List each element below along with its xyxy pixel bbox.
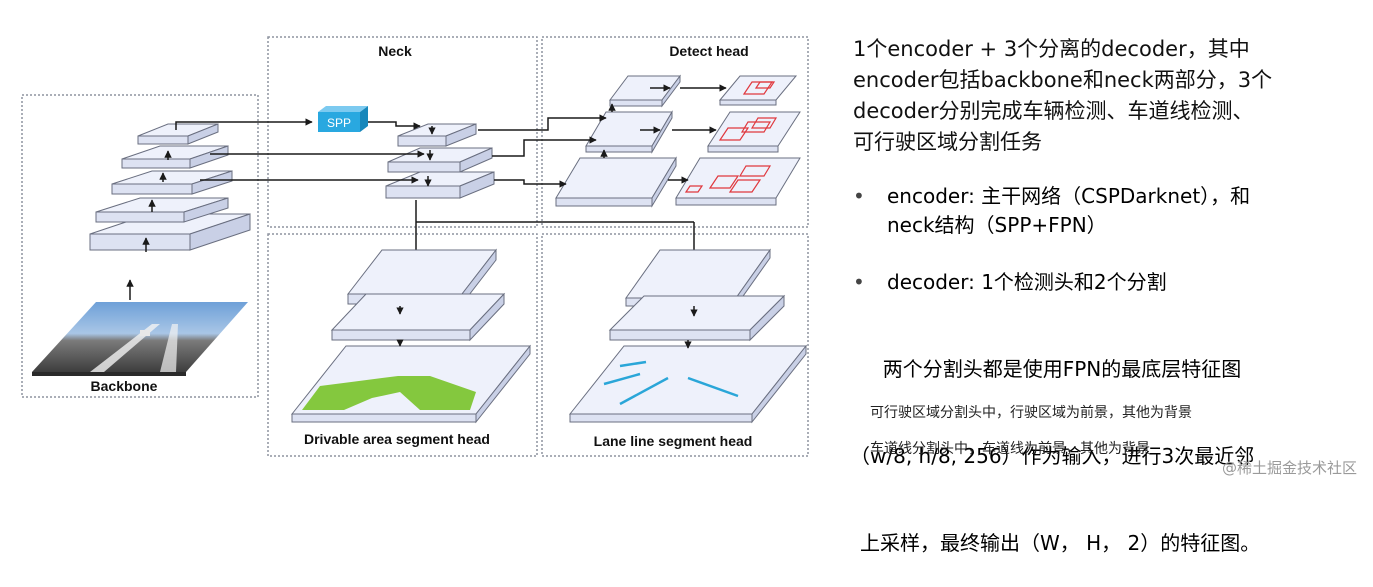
lane-plane-3 [568,345,808,415]
backbone-panel [21,94,259,398]
note-lane: 车道线分割头中，车道线为前景，其他为背景 [870,441,1150,457]
description: 1个encoder + 3个分离的decoder，其中 encoder包括bac… [853,34,1363,158]
detect-outputs [675,75,801,206]
intro-line: encoder包括backbone和neck两部分，3个 [853,68,1273,92]
drivable-label: Drivable area segment head [304,431,490,447]
bullet-line: encoder: 主干网络（CSPDarknet），和 [887,184,1251,208]
bullet-line: neck结构（SPP+FPN） [887,213,1107,237]
bullet-dot-icon: • [853,270,865,294]
backbone-label: Backbone [91,378,158,394]
intro-line: 可行驶区域分割任务 [853,130,1042,154]
lane-planes [568,248,808,424]
intro-line: 1个encoder + 3个分离的decoder，其中 [853,37,1250,61]
drivable-head-panel [267,233,538,457]
detail-line: （w/8, h/8, 256）作为输入，进行3次最近邻 [850,444,1255,468]
detect-head-label: Detect head [669,43,748,59]
detect-planes [555,74,681,208]
lane-plane-1 [625,249,771,299]
lane-label: Lane line segment head [594,433,753,449]
bullet-dot-icon: • [853,184,865,208]
note-drivable: 可行驶区域分割头中，行驶区域为前景，其他为背景 [870,405,1192,421]
neck-planes [385,123,495,199]
intro-paragraph: 1个encoder + 3个分离的decoder，其中 encoder包括bac… [853,34,1363,158]
detail-line: 两个分割头都是使用FPN的最底层特征图 [870,357,1242,381]
intro-line: decoder分别完成车辆检测、车道线检测、 [853,99,1254,123]
spp-block: SPP [318,106,368,132]
lane-mask [603,360,739,406]
drivable-mask [302,376,476,410]
road-image [32,302,248,376]
neck-panel [267,36,538,228]
detail-line: 上采样，最终输出（W， H， 2）的特征图。 [860,531,1261,555]
architecture-diagram: Neck Detect head Backbone Drivable area … [21,36,809,457]
neck-label: Neck [378,43,412,59]
detect-head-panel [541,36,809,228]
spp-label: SPP [327,116,351,130]
lane-head-panel [541,233,809,457]
watermark: @稀土掘金技术社区 [1221,459,1357,477]
bullet-line: decoder: 1个检测头和2个分割 [887,270,1167,294]
backbone-planes [89,123,251,251]
